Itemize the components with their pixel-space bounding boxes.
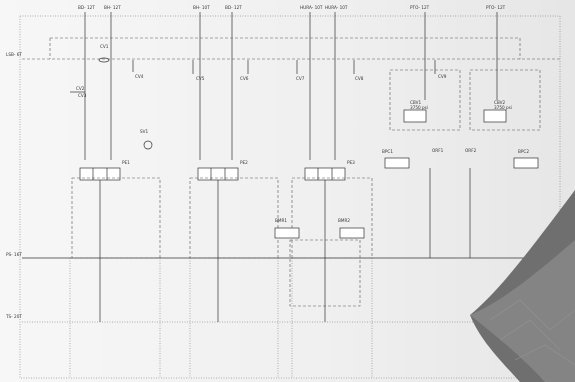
top-port-labels: BD- 12T BH- 12T BH- 10T BD- 12T HURA- 10… xyxy=(78,5,506,10)
sv1-label: SV1 xyxy=(140,129,149,134)
svg-text:PE2: PE2 xyxy=(240,160,248,165)
svg-text:BPC1: BPC1 xyxy=(382,149,393,154)
return-lines xyxy=(69,168,471,378)
sv1-symbol xyxy=(143,140,153,150)
cv7-label: CV7 xyxy=(296,76,305,81)
valve-bpc1: BPC1 xyxy=(382,149,410,169)
port-label-5: HURA- 10T xyxy=(300,5,323,10)
port-label-7: PTO- 12T xyxy=(410,5,430,10)
cbv1-frame xyxy=(389,69,461,131)
cv9-label: CV9 xyxy=(438,74,447,79)
valve-bmr2: BMR2 xyxy=(338,218,365,239)
ts-rail-label: TS- 20T xyxy=(5,314,22,319)
orifice-1-label: ORF1 xyxy=(432,148,444,153)
cv6-label: CV6 xyxy=(240,76,249,81)
port-label-3: BH- 10T xyxy=(193,5,210,10)
orifice-2-label: ORF2 xyxy=(465,148,477,153)
port-label-2: BH- 12T xyxy=(104,5,121,10)
ls-rail-label: LSB- 6T xyxy=(6,52,22,57)
svg-text:BMR2: BMR2 xyxy=(338,218,350,223)
svg-text:BPC2: BPC2 xyxy=(518,149,529,154)
ps-rail-label: PS- 16T xyxy=(6,252,22,257)
valve-pe2: PE2 xyxy=(197,160,248,181)
valve-bmr1: BMR1 xyxy=(274,218,300,239)
check-valves: CV1 CV2 CV3 CV4 CV5 CV6 CV7 CV8 CV9 xyxy=(70,44,447,98)
cbv1-label: CBV1 xyxy=(410,100,422,105)
valve-bpc2: BPC2 xyxy=(513,149,539,169)
port-label-8: PTO- 12T xyxy=(486,5,506,10)
cv8-label: CV8 xyxy=(355,76,364,81)
cv2-label: CV2 xyxy=(76,86,85,91)
svg-text:BMR1: BMR1 xyxy=(275,218,287,223)
cbv1-sub: 3750 psi xyxy=(410,105,428,110)
valve-pe1: PE1 xyxy=(79,160,130,181)
cv1-label: CV1 xyxy=(100,44,109,49)
cbv2-symbol xyxy=(483,109,507,123)
cv5-label: CV5 xyxy=(196,76,205,81)
port-label-4: BD- 12T xyxy=(225,5,242,10)
section-1-frame xyxy=(71,177,161,259)
cbv2-sub: 3750 psi xyxy=(494,105,512,110)
cv4-label: CV4 xyxy=(135,74,144,79)
cbv2-frame xyxy=(469,69,541,131)
cbv2-label: CBV2 xyxy=(494,100,506,105)
port-lines xyxy=(84,12,498,160)
cv3-label: CV3 xyxy=(78,93,87,98)
port-label-6: HURA- 10T xyxy=(325,5,348,10)
section-3-frame xyxy=(291,177,373,259)
svg-text:PE3: PE3 xyxy=(347,160,355,165)
svg-text:PE1: PE1 xyxy=(122,160,130,165)
port-label-1: BD- 12T xyxy=(78,5,95,10)
drawing-frame xyxy=(19,15,561,379)
valve-pe3: PE3 xyxy=(304,160,355,181)
cbv1-symbol xyxy=(403,109,427,123)
decorative-mesh-shape xyxy=(470,190,575,382)
section-2-frame xyxy=(189,177,279,259)
